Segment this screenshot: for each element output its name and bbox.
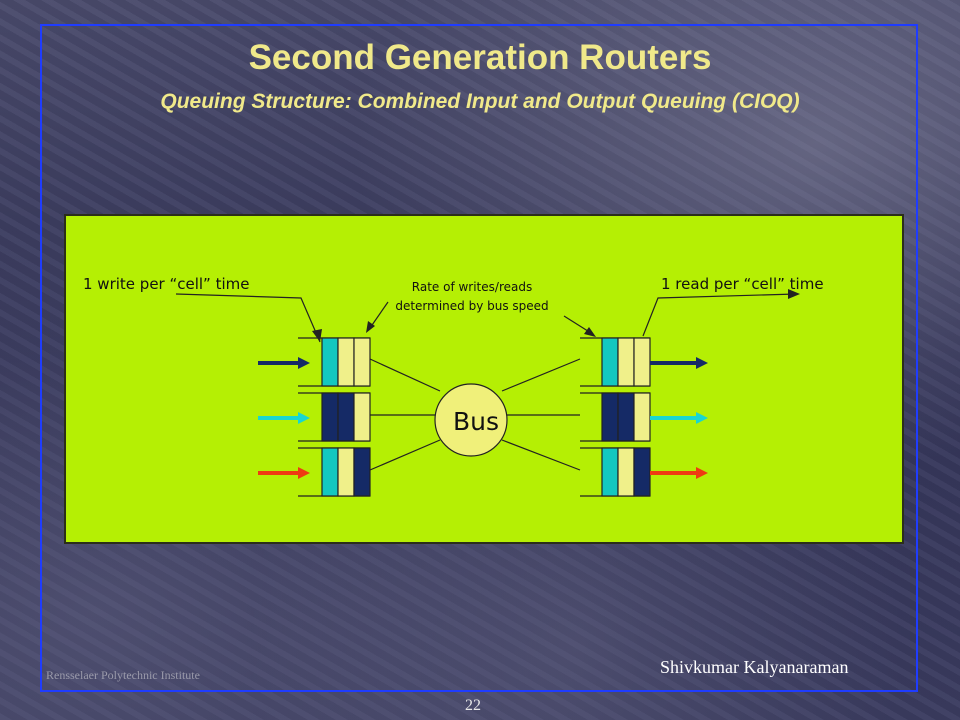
output-read-pointer-head <box>788 289 800 299</box>
input-queue-2 <box>298 392 371 442</box>
queue-cell <box>353 392 371 442</box>
bus-note-pointer-left-head <box>366 321 375 333</box>
queue-cell <box>321 447 339 497</box>
input-write-pointer-head <box>312 329 322 342</box>
input-arrow-2-head <box>298 412 310 424</box>
queue-cell <box>337 337 355 387</box>
queue-cell <box>337 447 355 497</box>
institution-footer: Rensselaer Polytechnic Institute <box>46 668 200 682</box>
output-queue-3 <box>580 447 651 497</box>
bus-link-out-3 <box>501 439 581 471</box>
input-write-label: 1 write per “cell” time <box>83 275 250 293</box>
bus-rate-note-line1: Rate of writes/reads <box>412 280 532 294</box>
input-arrow-3-head <box>298 467 310 479</box>
input-arrow-1-head <box>298 357 310 369</box>
bus-link-out-1 <box>501 358 581 392</box>
queue-cell <box>601 392 619 442</box>
output-queue-1 <box>580 337 651 387</box>
cioq-diagram-panel: 1 write per “cell” time 1 read per “cell… <box>64 214 904 544</box>
output-queue-2 <box>580 392 651 442</box>
slide-frame <box>40 24 918 692</box>
queue-cell <box>321 392 339 442</box>
output-arrow-1-head <box>696 357 708 369</box>
input-arrows <box>258 357 310 479</box>
slide-title: Second Generation Routers <box>248 38 712 77</box>
input-queue-1 <box>298 337 371 387</box>
output-arrow-2-head <box>696 412 708 424</box>
input-queue-3 <box>298 447 371 497</box>
output-read-pointer <box>642 293 797 337</box>
queue-cell <box>633 337 651 387</box>
bus-note-pointer-left <box>369 301 389 329</box>
output-read-label: 1 read per “cell” time <box>661 275 824 293</box>
queue-cell <box>353 337 371 387</box>
queue-cell <box>601 447 619 497</box>
bus-link-in-1 <box>369 358 441 392</box>
bus-link-in-3 <box>369 439 441 471</box>
bus-label: Bus <box>453 407 499 436</box>
output-arrows <box>650 357 708 479</box>
bus-note-pointer-right <box>563 315 592 334</box>
author-footer: Shivkumar Kalyanaraman <box>660 657 849 677</box>
queue-cell <box>617 337 635 387</box>
queue-cell <box>617 392 635 442</box>
input-write-pointer <box>175 293 321 343</box>
queue-cell <box>617 447 635 497</box>
slide-subtitle: Queuing Structure: Combined Input and Ou… <box>160 90 800 113</box>
output-arrow-3-head <box>696 467 708 479</box>
bus-node <box>434 383 508 457</box>
queue-cell <box>337 392 355 442</box>
bus-connections <box>369 358 581 471</box>
queue-cell <box>633 392 651 442</box>
bus-rate-note-line2: determined by bus speed <box>395 299 548 313</box>
bus-note-pointer-right-head <box>584 327 596 337</box>
page-number: 22 <box>465 697 481 714</box>
cioq-diagram: 1 write per “cell” time 1 read per “cell… <box>83 275 824 497</box>
queue-cell <box>321 337 339 387</box>
queue-cell <box>633 447 651 497</box>
queue-cell <box>353 447 371 497</box>
queue-cell <box>601 337 619 387</box>
